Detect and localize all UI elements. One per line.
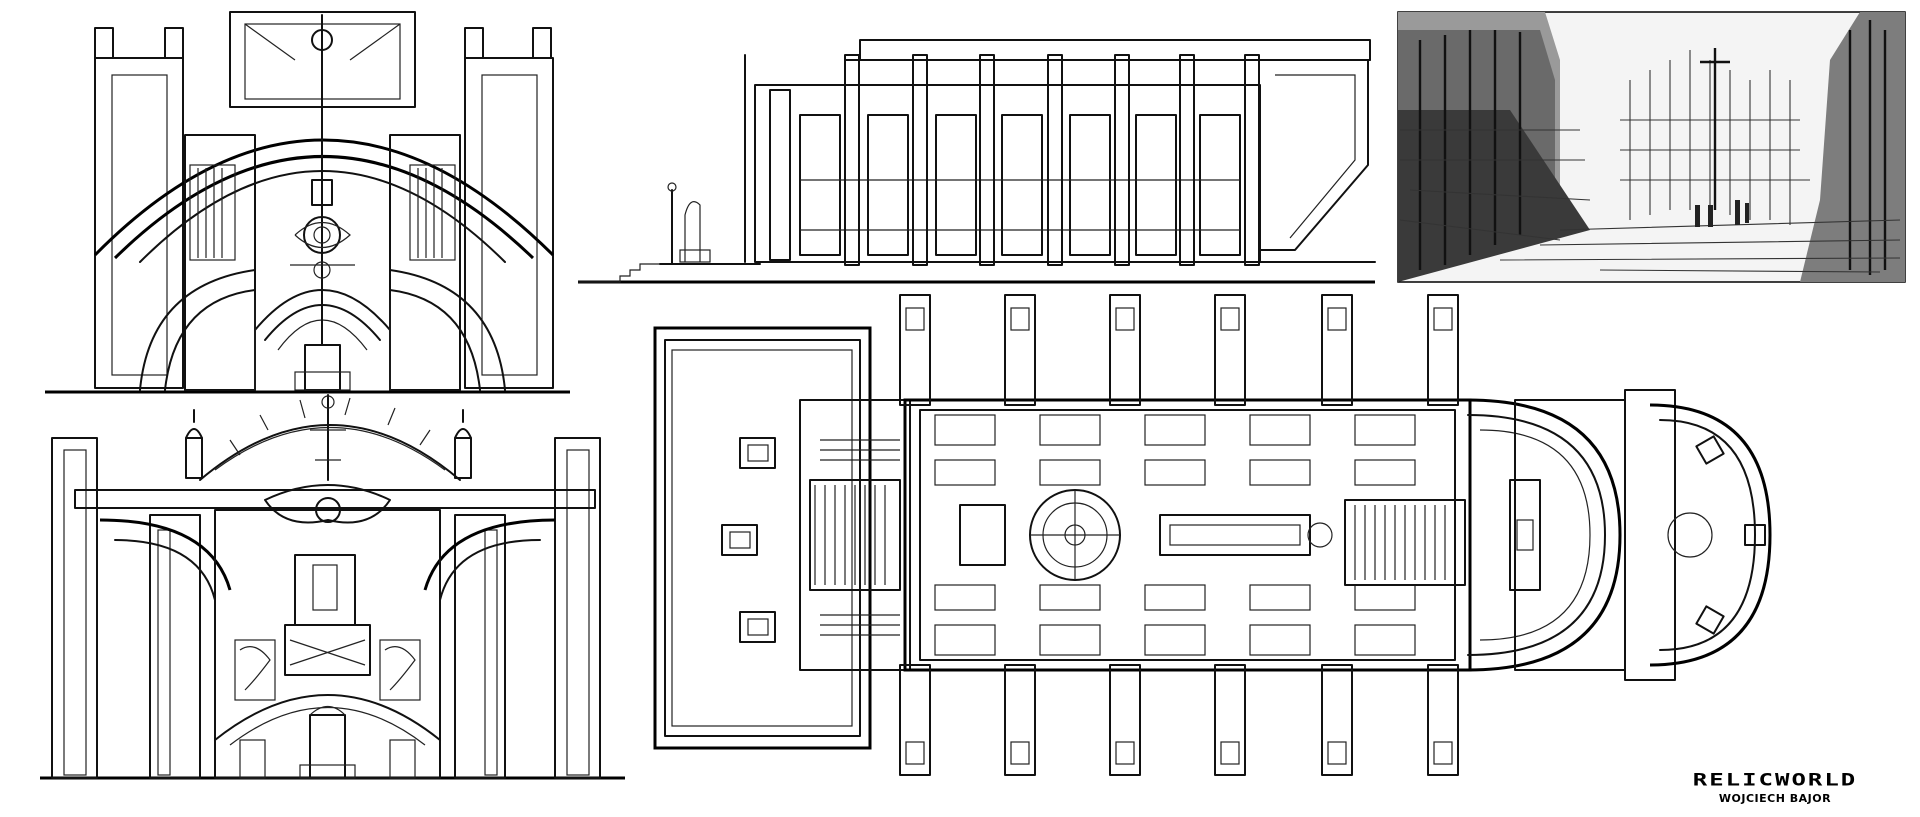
front-elevation-arch: [45, 11, 570, 394]
floor-plan: [653, 294, 1772, 776]
floor-plan-bottom-pylons: [899, 664, 1459, 776]
floor-plan-pews: [934, 414, 1416, 656]
front-elevation-dome: [40, 394, 625, 780]
perspective-sketch: [1397, 11, 1906, 283]
signature: RELICWORLD WOJCIECH BAJOR: [1680, 766, 1870, 805]
floor-plan-top-pylons: [899, 294, 1459, 406]
side-elevation-bays: [799, 54, 1260, 266]
artist-name: WOJCIECH BAJOR: [1718, 792, 1832, 805]
side-elevation: [578, 39, 1376, 284]
relicworld-logo: RELICWORLD: [1692, 770, 1858, 790]
